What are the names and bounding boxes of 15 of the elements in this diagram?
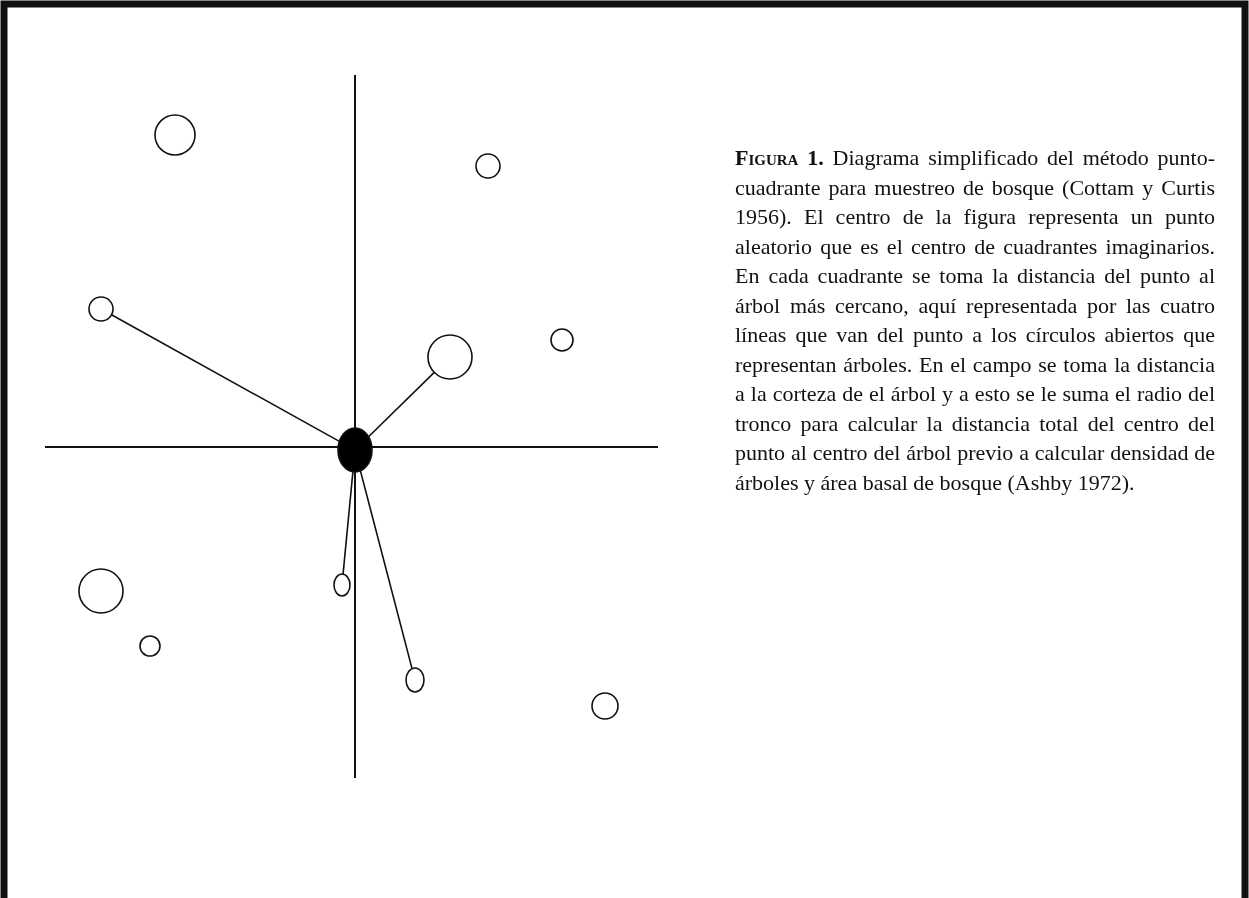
tree-circle (475, 153, 501, 179)
distance-line (342, 471, 354, 575)
distance-line (367, 371, 436, 438)
tree-circle (427, 334, 473, 380)
sample-point (337, 427, 373, 473)
tree-circle (78, 568, 124, 614)
tree-circle (88, 296, 114, 322)
tree-circle (333, 573, 351, 597)
tree-circle (405, 667, 425, 693)
tree-circle (550, 328, 574, 352)
figure-caption: Figura 1. Diagrama simplificado del método punto-cuadrante para muestreo de bosque (Cottam y Curtis 1956). El centro de la figura representa un punto aleatorio que es el centro de cuadrantes imaginarios. En cada cuadrante se toma la distancia del punto al árbol más cercano, aquí representada por las cuatro líneas que van del punto a los círculos abiertos que representan árboles. En el campo se toma la distancia a la corteza de el árbol y a esto se le suma el radio del tronco para calcular la distancia total del centro del punto al centro del árbol previo a calcular densidad de árboles y área basal de bosque (Ashby 1972). (735, 144, 1215, 497)
tree-circle (591, 692, 619, 720)
tree-circle (154, 114, 196, 156)
tree-circle (139, 635, 161, 657)
distance-line (359, 470, 413, 670)
